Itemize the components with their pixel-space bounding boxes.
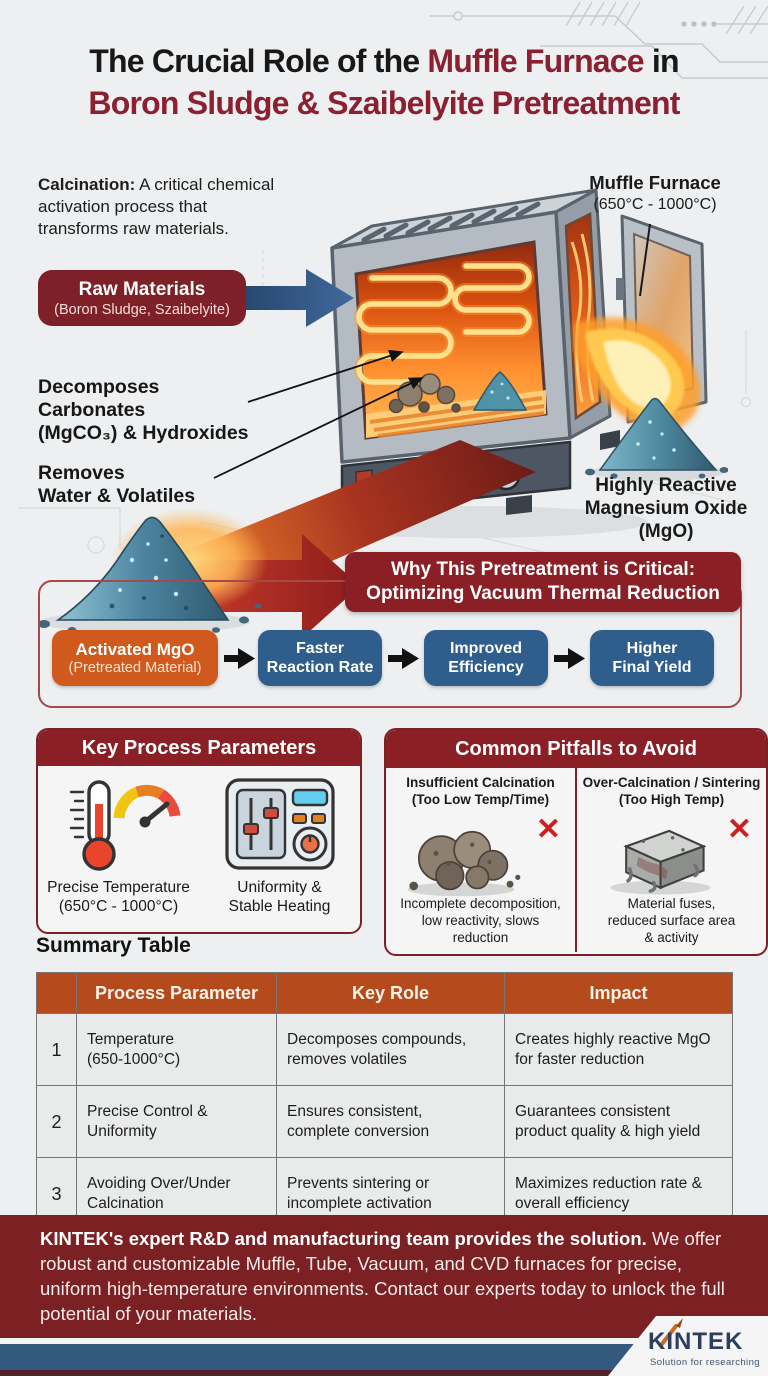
logo-tagline: Solution for researching [650, 1357, 760, 1368]
key-parameters-header: Key Process Parameters [38, 730, 360, 766]
sample-powder [472, 371, 528, 411]
callout-removes: Removes Water & Volatiles [38, 462, 196, 507]
red-x-icon: ✕ [535, 813, 561, 846]
flow-step-activated-mgo: Activated MgO (Pretreated Material) [52, 630, 218, 686]
pitfalls-card: Common Pitfalls to Avoid Insufficient Ca… [384, 728, 768, 956]
uncalcined-rocks-icon [407, 830, 521, 897]
flames [574, 317, 701, 433]
control-panel-icon [224, 778, 335, 870]
footer-banner [0, 1215, 768, 1338]
col-num [36, 972, 77, 1014]
pitfall-insufficient: Insufficient Calcination (Too Low Temp/T… [386, 768, 577, 952]
pitfalls-header: Common Pitfalls to Avoid [386, 730, 766, 768]
process-arrow-graphic [38, 440, 536, 638]
table-row: 1 Temperature (650-1000°C) Decomposes co… [36, 1013, 733, 1086]
why-critical-banner: Why This Pretreatment is Critical: Optim… [345, 552, 741, 612]
thermometer-gauge-icon [69, 780, 180, 871]
callout-decomposes: Decomposes Carbonates (MgCO₃) & Hydroxid… [38, 376, 249, 444]
red-x-icon: ✕ [726, 813, 752, 846]
parameter-uniformity: Uniformity & Stable Heating [199, 766, 360, 930]
summary-table: Process Parameter Key Role Impact 1 Temp… [36, 972, 733, 1230]
callout-output-mgo: Highly Reactive Magnesium Oxide (MgO) [584, 475, 748, 542]
flow-step-improved-efficiency: Improved Efficiency [424, 630, 548, 686]
col-process-parameter: Process Parameter [76, 972, 277, 1014]
sintered-block-icon [610, 829, 711, 895]
footer-divider [0, 1338, 768, 1344]
parameter-temperature: Precise Temperature (650°C - 1000°C) [38, 766, 199, 930]
title-line1: The Crucial Role of the Muffle Furnace i… [89, 43, 679, 79]
key-parameters-card: Key Process Parameters Precise Temperat [36, 728, 362, 934]
summary-table-heading: Summary Table [36, 934, 191, 957]
furnace-label: Muffle Furnace (650°C - 1000°C) [589, 172, 721, 213]
calcination-definition: Calcination: A critical chemical activat… [38, 175, 275, 238]
pitfall-overcalcination: Over-Calcination / Sintering (Too High T… [582, 775, 761, 945]
col-key-role: Key Role [276, 972, 505, 1014]
pen-icon [660, 1318, 683, 1346]
footer-bottom-edge [0, 1370, 768, 1376]
raw-materials-badge: Raw Materials (Boron Sludge, Szaibelyite… [38, 270, 246, 326]
logo-name: KINTEK [648, 1328, 744, 1355]
col-impact: Impact [504, 972, 733, 1014]
title-line2: Boron Sludge & Szaibelyite Pretreatment [88, 85, 680, 121]
muffle-furnace-illustration [288, 188, 728, 538]
activated-mgo-pile [38, 516, 262, 633]
input-arrow [244, 269, 354, 327]
flow-step-higher-yield: Higher Final Yield [590, 630, 714, 686]
flow-step-faster-reaction: Faster Reaction Rate [258, 630, 382, 686]
table-header-row: Process Parameter Key Role Impact [36, 972, 733, 1014]
page-title: The Crucial Role of the Muffle Furnace i… [0, 40, 768, 124]
table-row: 2 Precise Control & Uniformity Ensures c… [36, 1085, 733, 1158]
footer-text: KINTEK's expert R&D and manufacturing te… [40, 1228, 725, 1324]
mgo-pile [585, 397, 728, 481]
